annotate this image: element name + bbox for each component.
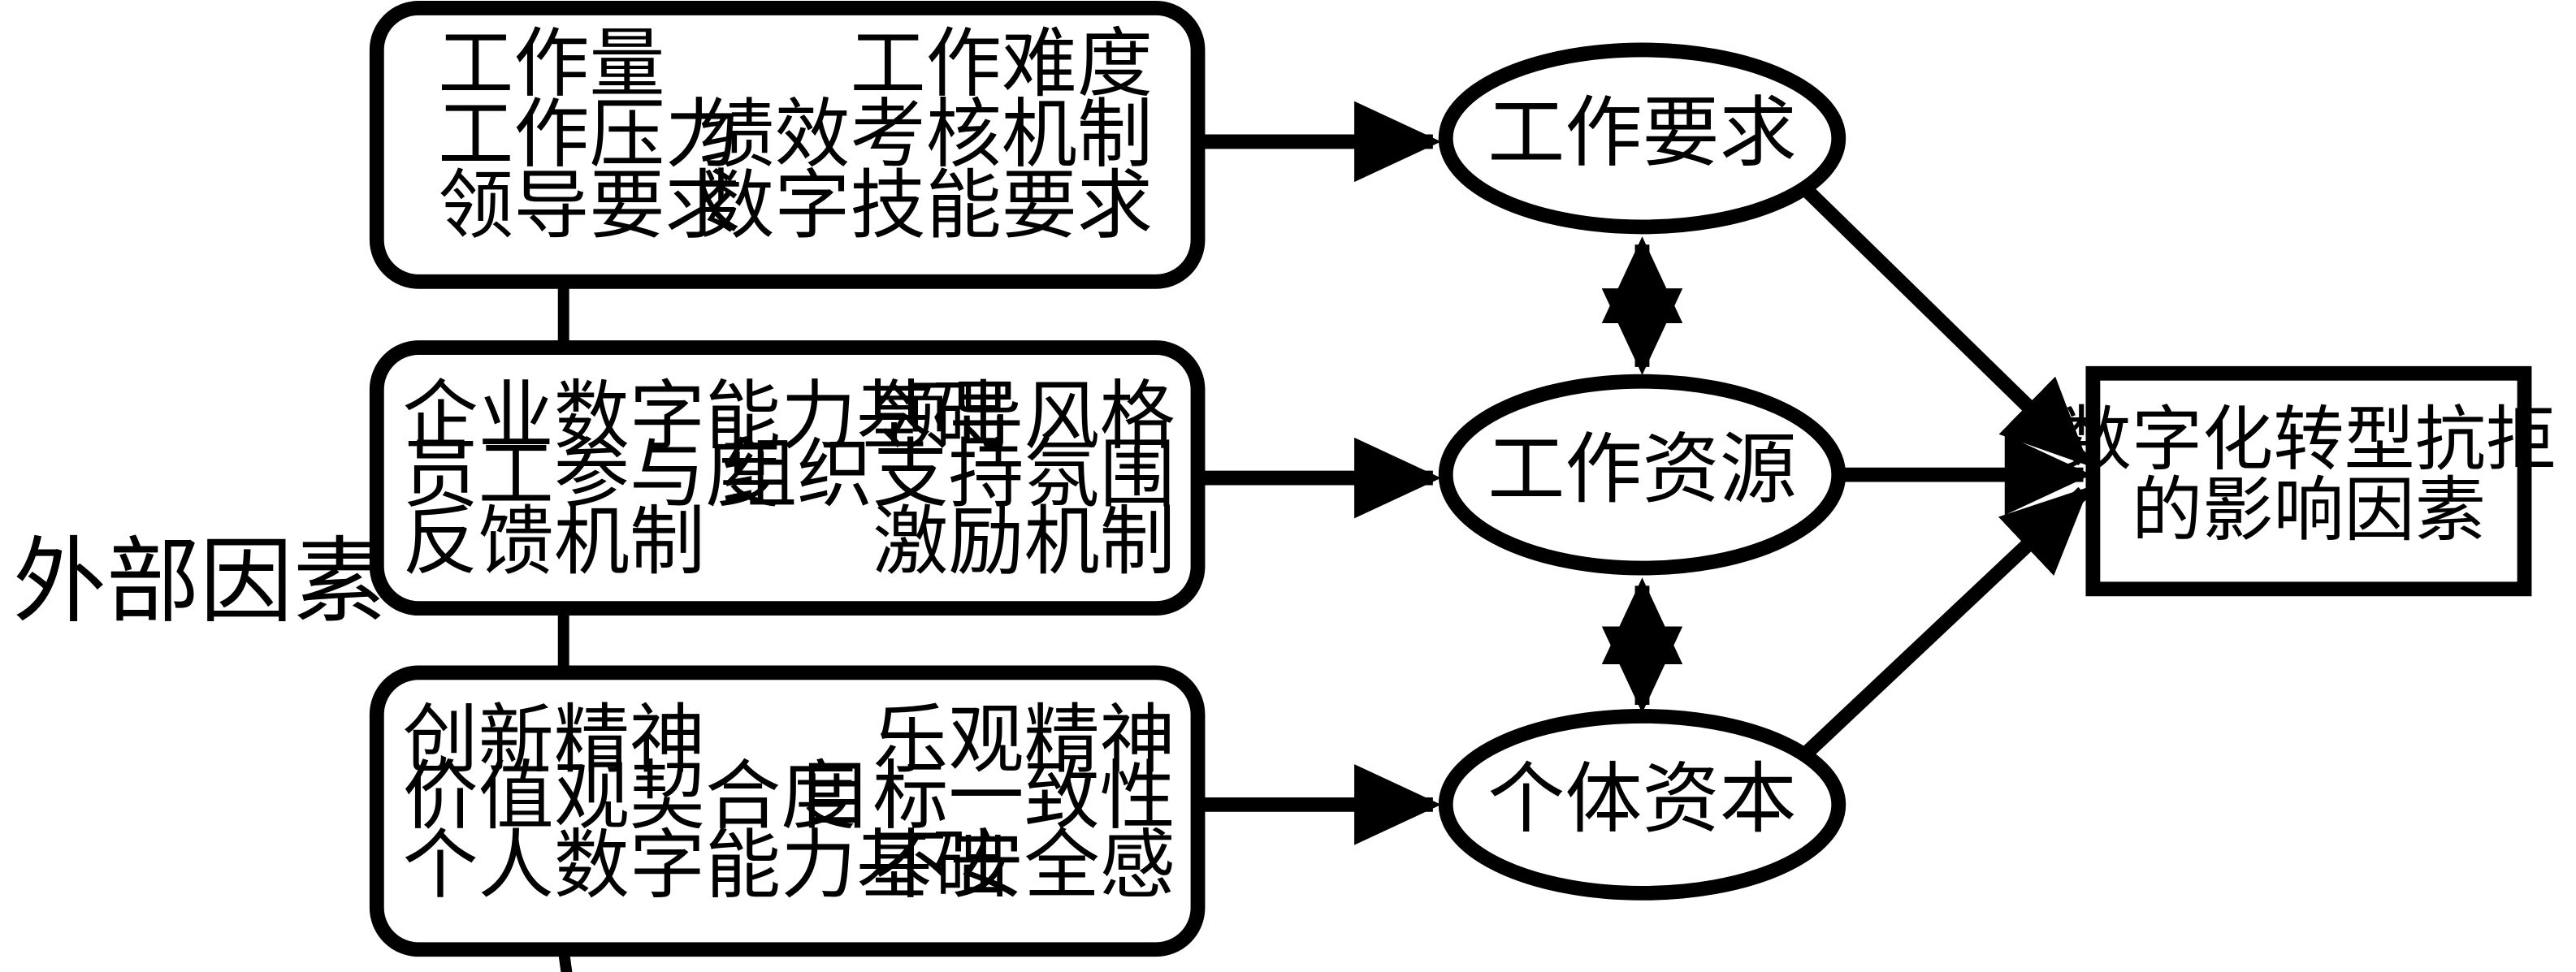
factor-item: 员工参与度 (403, 434, 781, 517)
personal-capital-node[interactable]: 个体资本 (1438, 708, 1846, 901)
factor-item: 目标一致性 (797, 755, 1175, 839)
factor-item: 绩效考核机制 (699, 94, 1153, 178)
outcome-line-1: 数字化转型抗拒 (2061, 400, 2557, 479)
outcome-node[interactable]: 数字化转型抗拒 的影响因素 (2061, 365, 2557, 597)
factor-item: 价值观契合度 (403, 755, 857, 839)
factor-item: 数字技能要求 (699, 165, 1153, 248)
factor-item: 组织支持氛围 (721, 434, 1175, 517)
factor-item: 领导要求 (438, 165, 741, 248)
job-resources-box[interactable]: 企业数字能力基础 员工参与度 反馈机制 领导风格 组织支持氛围 激励机制 (369, 340, 1206, 616)
factor-item: 工作量 (438, 24, 665, 107)
node-label: 个体资本 (1487, 757, 1796, 843)
arrow-capital-to-outcome (1801, 486, 2089, 758)
factor-item: 工作难度 (851, 24, 1154, 107)
node-label: 工作要求 (1487, 90, 1796, 176)
factor-item: 企业数字能力基础 (403, 376, 1008, 460)
factor-item: 反馈机制 (403, 501, 706, 585)
job-demands-node[interactable]: 工作要求 (1438, 42, 1846, 235)
job-demands-box[interactable]: 工作量 工作压力 领导要求 工作难度 绩效考核机制 数字技能要求 (369, 0, 1206, 289)
factor-item: 工作压力 (438, 94, 741, 178)
factor-item: 乐观精神 (872, 699, 1175, 783)
factor-item: 领导风格 (872, 376, 1175, 460)
outcome-line-2: 的影响因素 (2132, 471, 2486, 550)
external-factors-label: 外部因素 (13, 531, 387, 634)
factor-item: 个人数字能力基础 (403, 824, 1008, 908)
factor-item: 创新精神 (403, 699, 706, 783)
arrow-demands-to-outcome (1801, 184, 2089, 466)
factor-item: 不安全感 (872, 824, 1175, 908)
personal-capital-box[interactable]: 创新精神 价值观契合度 个人数字能力基础 乐观精神 目标一致性 不安全感 (369, 665, 1206, 957)
node-label: 工作资源 (1487, 426, 1796, 512)
job-resources-node[interactable]: 工作资源 (1438, 374, 1846, 576)
factor-item: 激励机制 (872, 501, 1175, 585)
